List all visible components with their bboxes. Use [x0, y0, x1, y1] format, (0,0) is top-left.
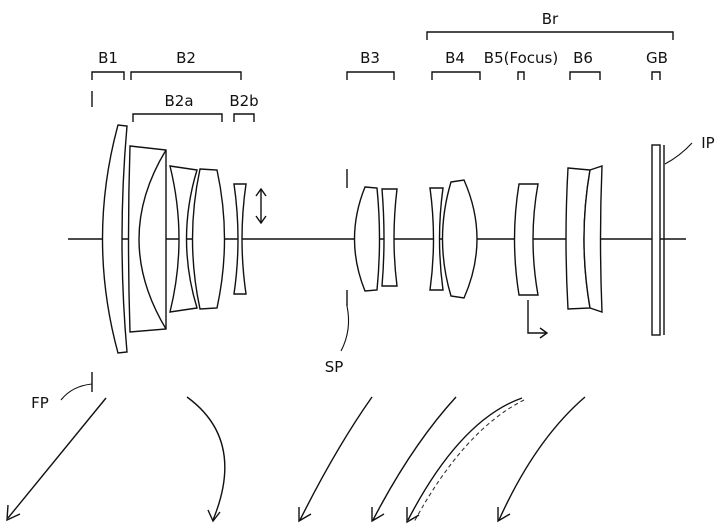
- group-gb: GB: [646, 49, 668, 80]
- group-b1: B1: [91, 49, 125, 107]
- bracket-b4: [431, 71, 481, 80]
- b2b-arrow-head-down: [255, 215, 267, 225]
- bracket-br: [426, 31, 674, 40]
- group-br: Br: [426, 10, 674, 40]
- bracket-b2a: [132, 113, 223, 122]
- trajectory-b5: [406, 397, 525, 524]
- lens-b2b: [233, 183, 247, 295]
- label-fp: FP: [31, 394, 49, 412]
- trajectory-b1-arrowhead: [6, 504, 21, 522]
- lens-b2a-3: [191, 168, 226, 310]
- trajectory-b6: [497, 396, 586, 523]
- group-b2b: B2b: [229, 92, 259, 122]
- glass-block-gb: [651, 144, 661, 336]
- lens-b2a-1: [127, 145, 167, 333]
- label-b2b: B2b: [229, 92, 258, 110]
- label-ip: IP: [701, 134, 714, 152]
- lens-b3-1: [353, 186, 381, 292]
- group-b5: B5(Focus): [484, 49, 558, 80]
- lens-b6-2: [583, 165, 603, 313]
- label-b2a: B2a: [164, 92, 193, 110]
- trajectory-b5-arrowhead: [406, 507, 420, 524]
- lens-b5-focus: [513, 183, 539, 296]
- focus-arrow-shaft: [527, 300, 546, 334]
- label-b4: B4: [445, 49, 465, 67]
- trajectory-b4-path: [372, 396, 457, 521]
- focus-movement-arrow: [527, 300, 549, 339]
- lens-b1: [101, 124, 128, 354]
- trajectory-b1: [6, 397, 107, 522]
- label-br: Br: [542, 10, 559, 28]
- trajectory-b3-path: [299, 396, 373, 521]
- ip-leader-line: [664, 142, 693, 165]
- group-b6: B6: [569, 49, 601, 80]
- trajectory-b3: [298, 396, 373, 523]
- lens-b3-2: [381, 188, 398, 287]
- trajectory-b2-arrowhead: [207, 509, 221, 523]
- label-sp: SP: [325, 358, 344, 376]
- label-b3: B3: [360, 49, 380, 67]
- trajectory-b4: [371, 396, 457, 523]
- bracket-b1: [91, 71, 125, 80]
- label-b1: B1: [98, 49, 118, 67]
- trajectory-b2-path: [186, 396, 226, 521]
- lens-b2a-1-inner-surface: [138, 149, 167, 330]
- label-gb: GB: [646, 49, 668, 67]
- label-b5: B5(Focus): [484, 49, 558, 67]
- group-b3: B3: [346, 49, 395, 80]
- focus-arrow-head: [539, 327, 549, 339]
- label-b2: B2: [176, 49, 196, 67]
- trajectory-b3-arrowhead: [298, 507, 312, 523]
- trajectory-b1-path: [7, 397, 107, 519]
- lens-b4-1: [429, 187, 444, 291]
- b2b-arrow-head-up: [255, 187, 267, 197]
- trajectory-b4-arrowhead: [371, 507, 385, 523]
- trajectory-b2: [186, 396, 226, 523]
- trajectory-b6-path: [498, 396, 586, 521]
- group-b2a: B2a: [132, 92, 223, 122]
- trajectory-b6-arrowhead: [497, 507, 511, 523]
- bracket-b2b: [233, 113, 255, 122]
- bracket-b2: [130, 71, 242, 80]
- lens-b2a-2: [169, 165, 198, 313]
- bracket-b6: [569, 71, 601, 80]
- trajectory-b5-dashed-path: [413, 399, 525, 523]
- bracket-b3: [346, 71, 395, 80]
- group-b4: B4: [431, 49, 481, 80]
- lens-b4-2: [441, 179, 478, 299]
- bracket-b5: [517, 71, 525, 80]
- group-b2: B2: [130, 49, 242, 80]
- bracket-gb: [651, 71, 661, 80]
- label-b6: B6: [573, 49, 593, 67]
- b2b-movement-arrow: [255, 187, 267, 225]
- fp-leader-line: [60, 383, 93, 401]
- trajectory-b5-path: [407, 397, 523, 521]
- sp-leader-line: [340, 305, 350, 352]
